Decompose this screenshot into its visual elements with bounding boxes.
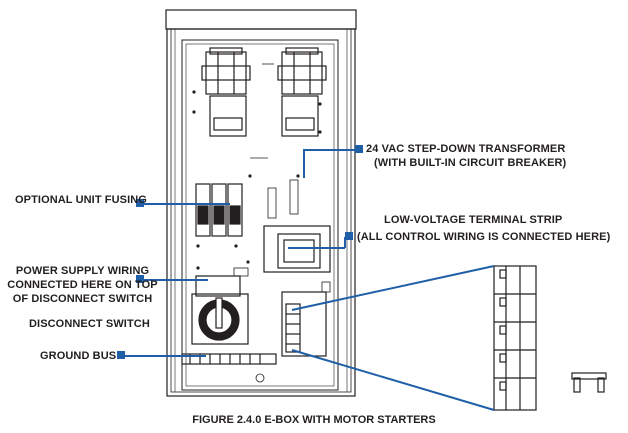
terminal-strip-small	[281, 291, 327, 357]
terminal-strip-enlarged	[493, 265, 537, 411]
power-label-line1: POWER SUPPLY WIRING	[15, 265, 150, 277]
enclosure	[165, 9, 357, 397]
ground-bus	[181, 353, 277, 365]
ground-bus-label: GROUND BUS	[40, 350, 117, 362]
transformer-label-line1: 24 VAC STEP-DOWN TRANSFORMER	[366, 143, 566, 155]
power-label-line2: CONNECTED HERE ON TOP	[7, 279, 158, 291]
leader-lines	[123, 149, 495, 411]
terminal-label-line1: LOW-VOLTAGE TERMINAL STRIP	[384, 214, 563, 226]
disconnect-switch	[191, 275, 249, 345]
power-label-line3: OF DISCONNECT SWITCH	[12, 293, 153, 305]
figure-caption: FIGURE 2.4.0 E-BOX WITH MOTOR STARTERS	[192, 414, 436, 426]
motor-starter-left	[201, 47, 251, 137]
transformer-label-line2: (WITH BUILT-IN CIRCUIT BREAKER)	[374, 157, 567, 169]
terminal-label-line2: (ALL CONTROL WIRING IS CONNECTED HERE)	[357, 231, 611, 243]
back-panel	[181, 39, 339, 391]
fusing-label: OPTIONAL UNIT FUSING	[15, 194, 147, 206]
jumper	[571, 372, 607, 393]
disconnect-label: DISCONNECT SWITCH	[29, 318, 150, 330]
panel-mount-holes	[192, 90, 322, 270]
motor-starter-right	[277, 47, 327, 137]
leader-squares	[117, 145, 363, 359]
fuse-block	[195, 183, 243, 237]
